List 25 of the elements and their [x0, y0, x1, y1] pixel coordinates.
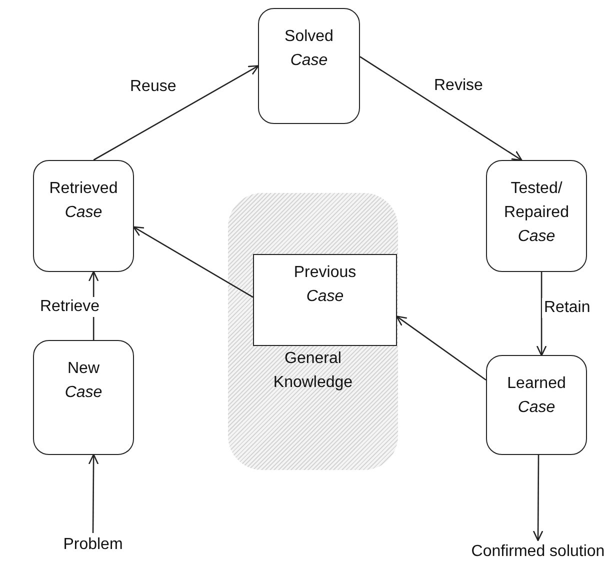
- arrow: [132, 226, 254, 298]
- edge-label: Retain: [542, 298, 592, 318]
- arrow: [360, 56, 522, 161]
- node-label: Retrieved Case: [49, 179, 118, 223]
- arrow: [88, 454, 99, 533]
- process-box: [258, 8, 360, 124]
- process-box: [486, 355, 587, 455]
- arrow: [396, 316, 486, 381]
- hatched-region: [228, 193, 398, 470]
- process-box: [33, 160, 134, 272]
- arrow: [536, 272, 547, 356]
- arrow: [532, 455, 544, 542]
- text-label: Confirmed solution: [471, 542, 605, 562]
- node-label: New Case: [64, 359, 102, 403]
- edge-label: Retrieve: [38, 297, 102, 317]
- node-label: General Knowledge: [272, 349, 354, 393]
- node-label: Tested/ Repaired Case: [503, 179, 570, 247]
- process-box: [486, 160, 587, 272]
- process-box: [253, 254, 397, 346]
- node-label: Previous Case: [294, 263, 356, 307]
- node-label: Solved Case: [284, 27, 334, 71]
- process-box: [33, 340, 134, 455]
- arrow: [93, 65, 260, 161]
- text-label: Problem: [63, 535, 123, 555]
- node-label: Learned Case: [507, 374, 566, 418]
